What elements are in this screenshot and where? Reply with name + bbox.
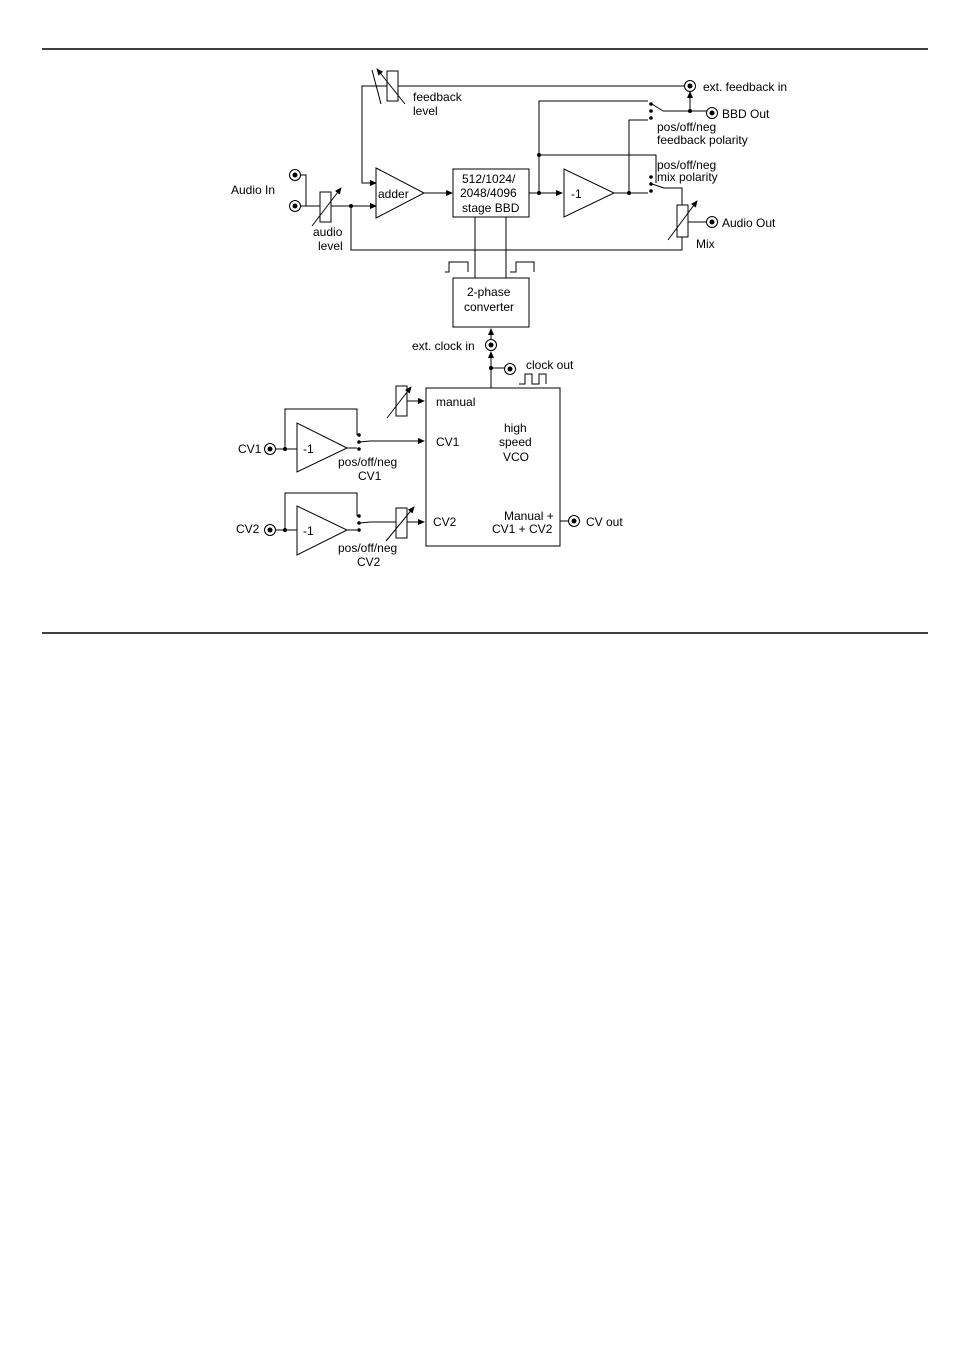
ext-feedback-in-jack xyxy=(684,80,696,92)
cv-out-jack xyxy=(568,515,580,527)
vco-block xyxy=(425,387,561,547)
bbd-label-2: 2048/4096 xyxy=(460,186,517,200)
mix-label: Mix xyxy=(696,237,715,251)
bbd-label-3: stage BBD xyxy=(462,201,520,215)
ext-clock-in-label: ext. clock in xyxy=(412,339,475,353)
bbd-out-label: BBD Out xyxy=(722,107,770,121)
audio-in-label: Audio In xyxy=(231,183,275,197)
two-phase-label-2: converter xyxy=(464,300,514,314)
cv2-inverter-label: -1 xyxy=(303,524,314,538)
clock-out-jack xyxy=(504,363,516,375)
vco-sum-label-2: CV1 + CV2 xyxy=(492,522,553,536)
cv1-polarity-label-1: pos/off/neg xyxy=(338,455,397,469)
vco-cv2-label: CV2 xyxy=(433,515,457,529)
vco-label-2: speed xyxy=(499,435,532,449)
bbd-label-1: 512/1024/ xyxy=(462,172,516,186)
cv2-in-label: CV2 xyxy=(236,522,260,536)
feedback-polarity-switch xyxy=(649,102,707,120)
clock-out-label: clock out xyxy=(526,358,574,372)
vco-sum-label-1: Manual + xyxy=(504,509,554,523)
cv1-inverter xyxy=(296,422,349,473)
audio-out-jack xyxy=(706,216,718,228)
ext-clock-in-jack xyxy=(485,339,497,351)
mix-polarity-label-2: mix polarity xyxy=(657,170,718,184)
cv2-polarity-label-2: CV2 xyxy=(357,555,381,569)
clock-phase-2-icon xyxy=(510,261,535,273)
bbd-out-jack xyxy=(706,107,718,119)
feedback-level-label-2: level xyxy=(413,104,438,118)
cv2-in-jack xyxy=(264,524,276,536)
feedback-inverter-label: -1 xyxy=(571,187,582,201)
cv2-polarity-label-1: pos/off/neg xyxy=(338,541,397,555)
mix-polarity-label-1: pos/off/neg xyxy=(657,158,716,172)
vco-manual-label: manual xyxy=(436,395,475,409)
adder-block xyxy=(375,167,426,219)
cv1-polarity-label-2: CV1 xyxy=(358,469,382,483)
audio-out-label: Audio Out xyxy=(722,216,776,230)
cv1-in-label: CV1 xyxy=(238,442,262,456)
vco-label-1: high xyxy=(504,421,527,435)
cv2-polarity-switch xyxy=(357,514,371,532)
audio-level-label-2: level xyxy=(318,239,343,253)
ext-feedback-in-label: ext. feedback in xyxy=(703,80,787,94)
cv1-in-jack xyxy=(264,443,276,455)
feedback-polarity-label-2: feedback polarity xyxy=(657,133,748,147)
mix-pot xyxy=(667,200,698,241)
clock-out-wave-icon xyxy=(519,373,547,385)
feedback-polarity-label-1: pos/off/neg xyxy=(657,120,716,134)
cv2-inverter xyxy=(296,505,349,556)
audio-in-jack-1 xyxy=(289,169,301,181)
audio-in-jack-2 xyxy=(289,200,301,212)
vco-cv1-label: CV1 xyxy=(436,435,460,449)
two-phase-label-1: 2-phase xyxy=(467,285,511,299)
vco-label-3: VCO xyxy=(503,450,529,464)
cv1-inverter-label: -1 xyxy=(303,442,314,456)
feedback-level-label-1: feedback xyxy=(413,90,463,104)
cv-out-label: CV out xyxy=(586,515,623,529)
manual-pot xyxy=(386,385,412,419)
clock-phase-1-icon xyxy=(445,261,469,273)
cv2-level-pot xyxy=(385,506,415,542)
adder-label: adder xyxy=(378,187,409,201)
two-phase-converter-block xyxy=(452,277,530,328)
audio-level-pot xyxy=(311,187,342,227)
mix-polarity-switch xyxy=(649,175,683,205)
cv1-polarity-switch xyxy=(357,433,371,451)
feedback-inverter xyxy=(563,168,616,218)
audio-level-label-1: audio xyxy=(313,225,343,239)
